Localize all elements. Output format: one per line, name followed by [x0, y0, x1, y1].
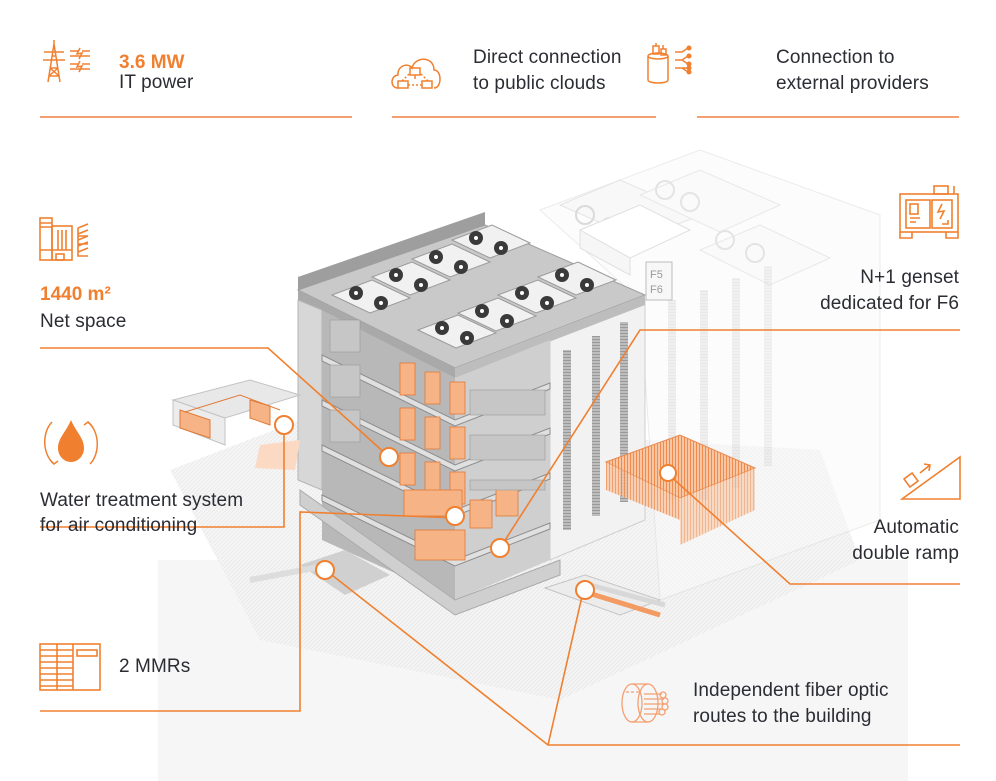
divider-it-power — [40, 116, 352, 118]
water-treatment-room — [171, 379, 302, 470]
divider-cloud — [392, 116, 656, 118]
callout-dot-genset — [490, 538, 510, 558]
callout-dot-ramp — [659, 464, 677, 482]
fiber-line2: routes to the building — [693, 706, 872, 727]
callout-dot-net-space — [379, 447, 399, 467]
ramp-line2: double ramp — [852, 543, 959, 564]
callout-lines — [40, 329, 960, 746]
callout-dots — [274, 415, 677, 600]
server-rack-icon — [38, 642, 102, 692]
providers-line2: external providers — [776, 73, 929, 94]
callout-dot-fiber-right — [575, 580, 595, 600]
rooftop-chillers — [330, 224, 618, 349]
callout-line-net-space — [40, 347, 388, 456]
callout-dot-water — [274, 415, 294, 435]
cloud-connection-line1: Direct connection — [473, 47, 622, 68]
sign-f6: F6 — [650, 284, 663, 296]
ramp-icon — [900, 455, 962, 501]
callout-dot-fiber-left — [315, 560, 335, 580]
server-racks — [399, 362, 519, 561]
it-power-label: IT power — [119, 72, 194, 93]
callout-dot-mmrs — [445, 506, 465, 526]
power-pylon-icon — [40, 38, 96, 84]
ramp-structure — [604, 434, 757, 545]
water-treatment-line2: for air conditioning — [40, 515, 198, 536]
callout-line-water — [40, 424, 285, 528]
generator-icon — [898, 184, 960, 242]
divider-providers — [697, 116, 959, 118]
genset-line2: dedicated for F6 — [820, 293, 959, 314]
ramp-line1: Automatic — [873, 517, 959, 538]
cable-providers-icon — [642, 40, 702, 86]
callout-line-ramp — [667, 473, 960, 585]
callout-line-mmrs — [40, 511, 459, 712]
it-power-value: 3.6 MW — [119, 52, 185, 73]
sign-f5: F5 — [650, 269, 663, 281]
building-sign: F5 F6 — [645, 261, 673, 301]
callout-line-genset — [499, 329, 960, 549]
cloud-connection-line2: to public clouds — [473, 73, 606, 94]
cloud-network-icon — [388, 48, 444, 96]
providers-line1: Connection to — [776, 47, 895, 68]
fiber-line1: Independent fiber optic — [693, 680, 889, 701]
genset-line1: N+1 genset — [860, 267, 959, 288]
net-space-label: Net space — [40, 311, 127, 332]
ghost-building-f5 — [539, 149, 881, 601]
floor-space-icon — [38, 216, 102, 266]
water-cycle-icon — [40, 412, 102, 474]
mmrs-label: 2 MMRs — [119, 656, 191, 677]
fiber-optic-cable-icon — [612, 682, 678, 724]
net-space-value: 1440 m² — [40, 284, 111, 305]
water-treatment-line1: Water treatment system — [40, 490, 244, 511]
